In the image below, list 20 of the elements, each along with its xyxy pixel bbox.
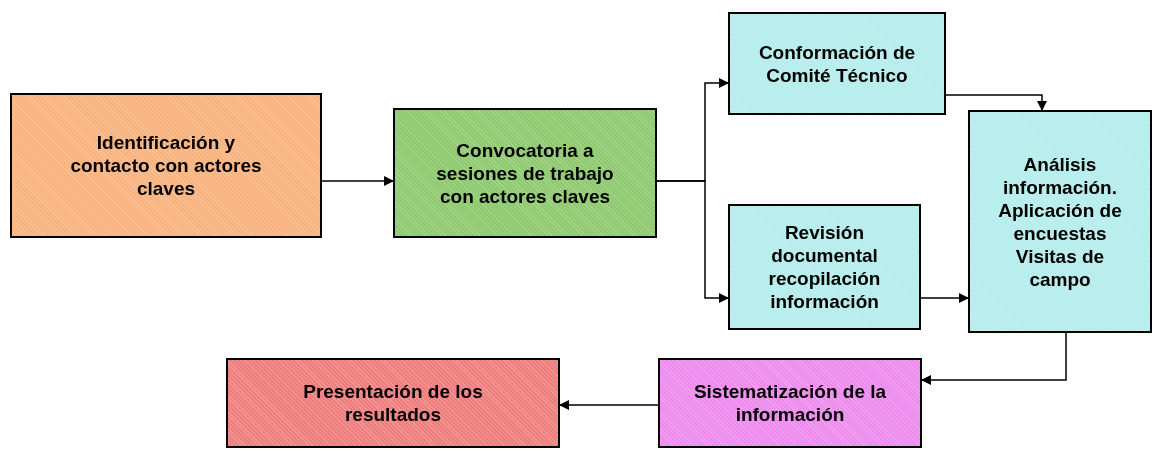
box-label: Identificación y contacto con actores claves <box>69 131 263 200</box>
process-box <box>393 108 657 238</box>
box-label: Convocatoria a sesiones de trabajo con actores claves <box>435 138 615 208</box>
arrow <box>321 176 394 186</box>
box-label: Presentación de los resultados <box>302 380 484 426</box>
process-box <box>968 110 1152 333</box>
box-label: Sistematización de la información <box>692 380 888 426</box>
arrow <box>559 400 659 410</box>
process-box <box>728 12 946 115</box>
arrow <box>921 332 1067 385</box>
arrow <box>920 293 969 303</box>
process-box <box>226 358 560 448</box>
process-box <box>10 93 322 238</box>
arrow <box>945 94 1047 111</box>
box-label: Revisión documental recopilación información <box>767 221 882 313</box>
box-label: Análisis información. Aplicación de encuestas Visitas de campo <box>997 152 1123 291</box>
arrow <box>656 180 729 303</box>
process-box <box>658 358 922 448</box>
process-box <box>728 204 921 330</box>
box-label: Conformación de Comité Técnico <box>757 40 917 87</box>
